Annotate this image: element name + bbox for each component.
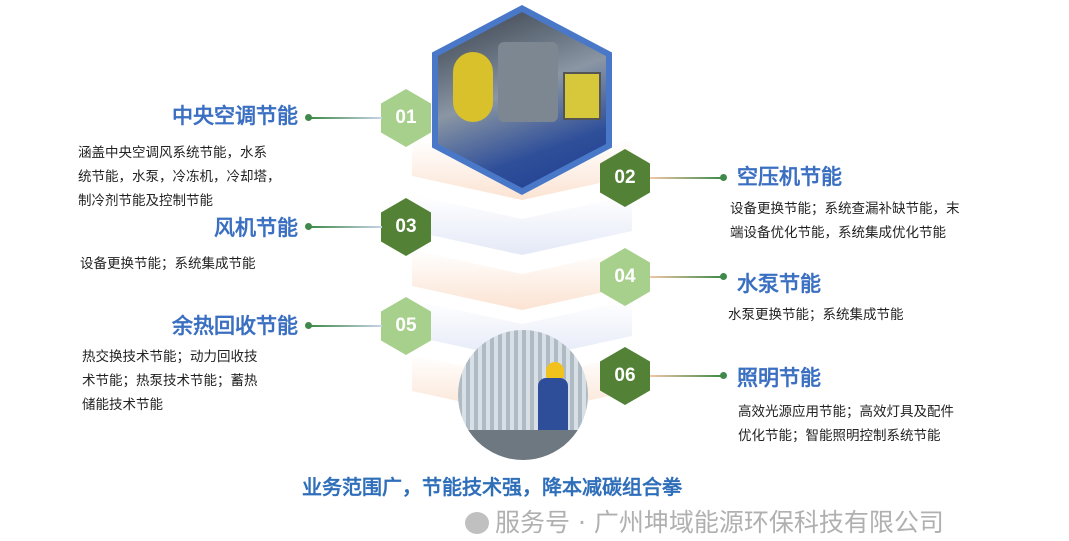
- connector-line: [310, 325, 382, 327]
- description-line: 端设备优化节能，系统集成优化节能: [730, 225, 946, 241]
- worker-body-shape: [538, 378, 568, 438]
- item-description: 设备更换节能；系统集成节能: [80, 252, 256, 276]
- wechat-icon: [465, 512, 489, 534]
- connector-dot: [720, 273, 727, 280]
- chevron-band: [412, 195, 632, 255]
- description-line: 统节能，水泵，冷冻机，冷却塔，: [78, 169, 281, 185]
- description-line: 涵盖中央空调风系统节能，水系: [78, 145, 267, 161]
- item-title: 水泵节能: [737, 272, 821, 296]
- description-line: 储能技术节能: [82, 397, 163, 413]
- connector-line: [650, 177, 722, 179]
- connector-dot: [720, 372, 727, 379]
- railing-shape: [458, 430, 588, 460]
- item-title: 中央空调节能: [172, 104, 298, 128]
- item-description: 高效光源应用节能；高效灯具及配件优化节能；智能照明控制系统节能: [738, 400, 954, 448]
- slogan: 业务范围广，节能技术强，降本减碳组合拳: [302, 475, 682, 499]
- description-line: 术节能；热泵技术节能；蓄热: [82, 373, 258, 389]
- item-description: 涵盖中央空调风系统节能，水系统节能，水泵，冷冻机，冷却塔， 制冷剂节能及控制节能: [78, 141, 281, 213]
- description-line: 水泵更换节能；系统集成节能: [728, 307, 904, 323]
- pipe-shape: [453, 52, 493, 122]
- step-hex-03: 03: [381, 198, 431, 256]
- description-line: 热交换技术节能；动力回收技: [82, 349, 258, 365]
- connector-dot: [305, 223, 312, 230]
- item-description: 水泵更换节能；系统集成节能: [728, 303, 904, 327]
- connector-dot: [720, 174, 727, 181]
- description-line: 高效光源应用节能；高效灯具及配件: [738, 404, 954, 420]
- item-description: 热交换技术节能；动力回收技术节能；热泵技术节能；蓄热储能技术节能: [82, 345, 258, 417]
- control-panel-shape: [563, 72, 601, 120]
- description-line: 设备更换节能；系统集成节能: [80, 256, 256, 272]
- step-hex-01: 01: [381, 89, 431, 147]
- item-description: 设备更换节能；系统查漏补缺节能，末端设备优化节能，系统集成优化节能: [730, 197, 960, 245]
- description-line: 优化节能；智能照明控制系统节能: [738, 428, 941, 444]
- worker-photo: [458, 330, 588, 460]
- description-line: 制冷剂节能及控制节能: [78, 193, 213, 209]
- chevron-band: [412, 250, 632, 310]
- item-title: 风机节能: [214, 216, 298, 240]
- watermark: 服务号 · 广州坤域能源环保科技有限公司: [465, 508, 944, 538]
- item-title: 空压机节能: [737, 165, 842, 189]
- connector-line: [310, 117, 382, 119]
- machine-shape: [498, 42, 558, 122]
- helmet-shape: [546, 362, 564, 378]
- connector-line: [650, 375, 722, 377]
- connector-dot: [305, 114, 312, 121]
- connector-line: [310, 226, 382, 228]
- connector-dot: [305, 322, 312, 329]
- description-line: 设备更换节能；系统查漏补缺节能，末: [730, 201, 960, 217]
- watermark-text: 服务号 · 广州坤域能源环保科技有限公司: [495, 508, 944, 537]
- connector-line: [650, 276, 722, 278]
- item-title: 余热回收节能: [172, 314, 298, 338]
- item-title: 照明节能: [737, 366, 821, 390]
